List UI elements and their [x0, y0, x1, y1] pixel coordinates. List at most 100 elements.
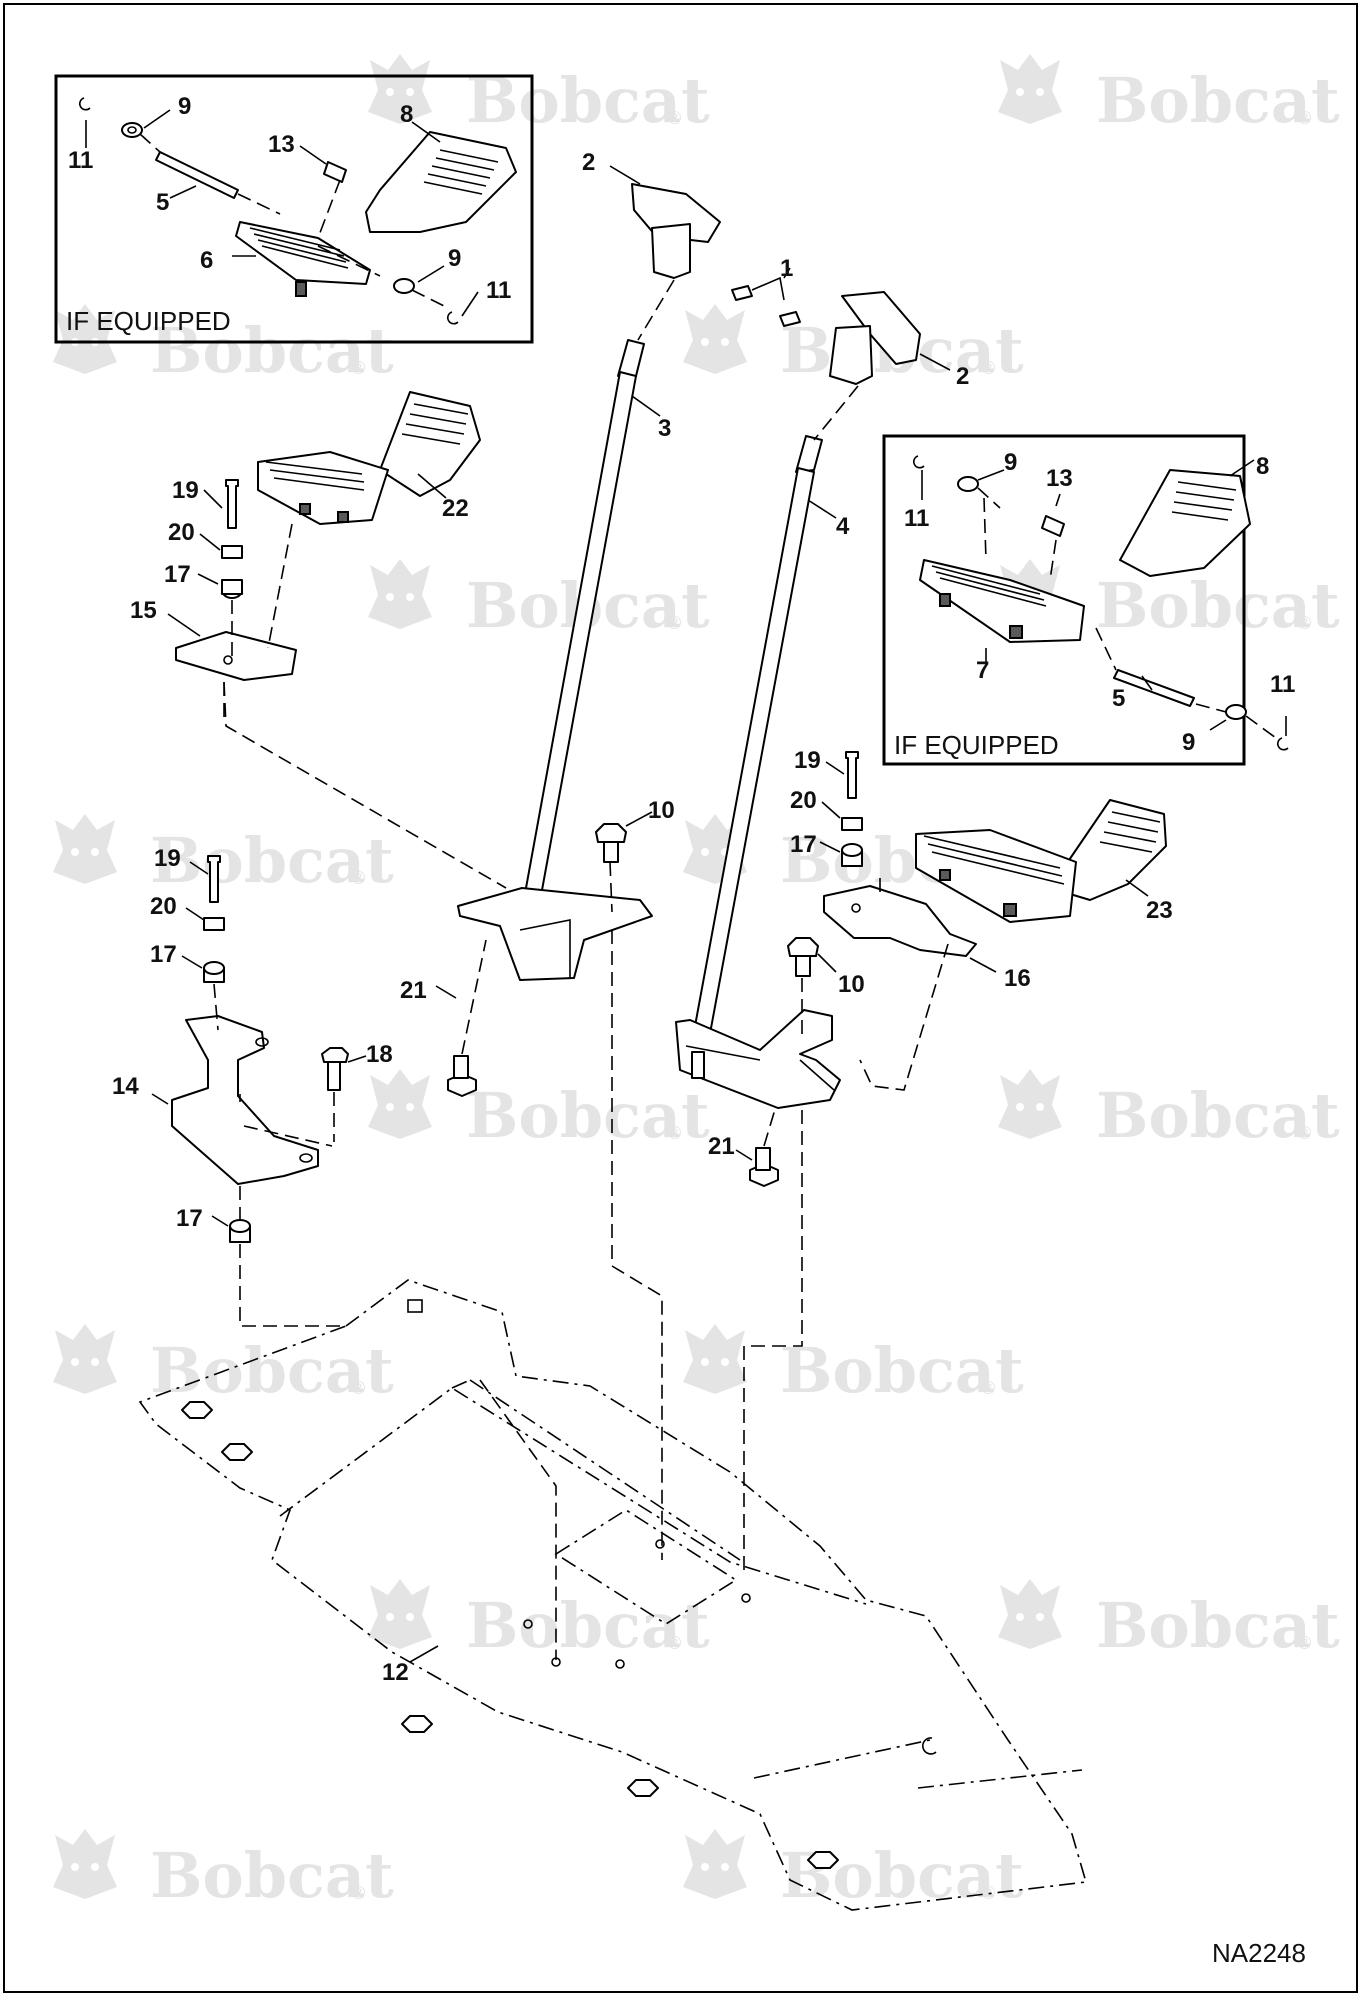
right-lever-bracket — [675, 1009, 841, 1109]
plate-16 — [823, 878, 997, 1091]
svg-text:Bobcat: Bobcat — [466, 1589, 710, 1662]
screw-part — [779, 311, 801, 327]
inset-note: IF EQUIPPED — [66, 306, 231, 336]
callout-9: 9 — [1182, 729, 1195, 756]
guide-part — [323, 161, 347, 183]
svg-text:®: ® — [352, 1378, 365, 1398]
bracket-14 — [151, 983, 333, 1185]
callout-11: 11 — [68, 147, 93, 174]
washer-part — [121, 122, 143, 138]
callout-10: 10 — [838, 971, 865, 998]
drawing-border — [3, 3, 1358, 1993]
screw-21-right — [735, 1105, 779, 1187]
pedal-cover-part — [1119, 469, 1251, 577]
washer-part — [393, 278, 415, 294]
clip-part — [912, 455, 925, 469]
callout-9: 9 — [448, 245, 461, 272]
svg-text:®: ® — [352, 868, 365, 888]
callout-17: 17 — [150, 941, 177, 968]
callout-4: 4 — [836, 513, 850, 540]
callout-11: 11 — [904, 505, 929, 532]
bobcat-watermark: Bobcat ® — [53, 304, 394, 387]
bolt-head-part — [321, 1047, 349, 1063]
pin-part — [155, 151, 239, 199]
right-handle-assembly — [829, 291, 951, 385]
clip-part — [446, 311, 459, 325]
svg-text:Bobcat: Bobcat — [1096, 1079, 1340, 1152]
inset-note: IF EQUIPPED — [894, 730, 1059, 760]
nut-part — [203, 917, 225, 931]
guide-part — [1041, 515, 1065, 537]
left-lever-bracket — [457, 887, 653, 981]
callout-9: 9 — [1004, 449, 1017, 476]
bobcat-watermark: Bobcat ® — [998, 1579, 1340, 1662]
pedal-part — [257, 451, 389, 525]
svg-text:®: ® — [352, 1883, 365, 1903]
screw-part — [731, 285, 753, 301]
pedal-cover-part — [365, 131, 517, 233]
svg-text:®: ® — [668, 1123, 681, 1143]
svg-text:Bobcat: Bobcat — [780, 1334, 1024, 1407]
callout-12: 12 — [382, 1659, 409, 1686]
callout-2: 2 — [582, 149, 595, 176]
svg-text:Bobcat: Bobcat — [1096, 569, 1340, 642]
floor-bolt-part — [221, 1443, 253, 1461]
callout-14: 14 — [112, 1073, 139, 1100]
washer-part — [1225, 704, 1247, 720]
screws-1 — [731, 267, 801, 327]
callout-5: 5 — [156, 189, 169, 216]
svg-text:®: ® — [982, 1378, 995, 1398]
callout-2: 2 — [956, 363, 969, 390]
callout-5: 5 — [1112, 685, 1125, 712]
callout-16: 16 — [1004, 965, 1031, 992]
callout-1: 1 — [780, 255, 793, 282]
right-lever — [687, 385, 859, 1067]
callout-18: 18 — [366, 1041, 393, 1068]
callout-10: 10 — [648, 797, 675, 824]
callout-21: 21 — [400, 977, 427, 1004]
pedal-part — [919, 559, 1085, 643]
nut-part — [841, 817, 863, 831]
callout-11: 11 — [486, 277, 511, 304]
bobcat-watermark: Bobcat ® — [368, 1579, 710, 1662]
bobcat-watermark: Bobcat ® — [998, 559, 1340, 642]
pedal-cover-part — [379, 391, 481, 497]
callout-8: 8 — [400, 101, 413, 128]
left-lever — [521, 279, 675, 913]
bolt-18 — [321, 1047, 367, 1142]
bobcat-watermark: Bobcat ® — [683, 1829, 1024, 1912]
callout-11: 11 — [1270, 671, 1295, 698]
bobcat-watermark: Bobcat ® — [368, 1069, 710, 1152]
inset-frame — [882, 434, 1246, 766]
callout-13: 13 — [1046, 465, 1073, 492]
svg-text:®: ® — [1298, 1633, 1311, 1653]
callout-23: 23 — [1146, 897, 1173, 924]
pedal-part — [235, 221, 371, 285]
washer-part — [957, 476, 979, 492]
callout-17: 17 — [790, 831, 817, 858]
callout-21: 21 — [708, 1133, 735, 1160]
bobcat-watermark: Bobcat ® — [53, 1324, 394, 1407]
callout-13: 13 — [268, 131, 295, 158]
left-pedal-assembly — [257, 391, 481, 525]
handle-socket-part — [829, 325, 873, 385]
pedal-part — [915, 829, 1077, 923]
callout-19: 19 — [794, 747, 821, 774]
callout-19: 19 — [154, 845, 181, 872]
callout-7: 7 — [976, 657, 989, 684]
svg-text:Bobcat: Bobcat — [466, 1079, 710, 1152]
floor-bolt-part — [181, 1401, 213, 1419]
callout-6: 6 — [200, 247, 213, 274]
clip-part — [78, 97, 91, 111]
access-cover-outline — [554, 1509, 738, 1625]
svg-text:®: ® — [1298, 613, 1311, 633]
bushing-17-bottom — [211, 1186, 346, 1327]
nut-part — [221, 545, 243, 559]
floor-plate — [138, 1279, 1088, 1911]
bolt-part — [207, 855, 221, 903]
bolt-stack-right — [819, 751, 863, 867]
bolt-stack-left-lower — [181, 855, 225, 983]
bushing-part — [221, 579, 243, 595]
bolt-10-left — [595, 811, 663, 1560]
